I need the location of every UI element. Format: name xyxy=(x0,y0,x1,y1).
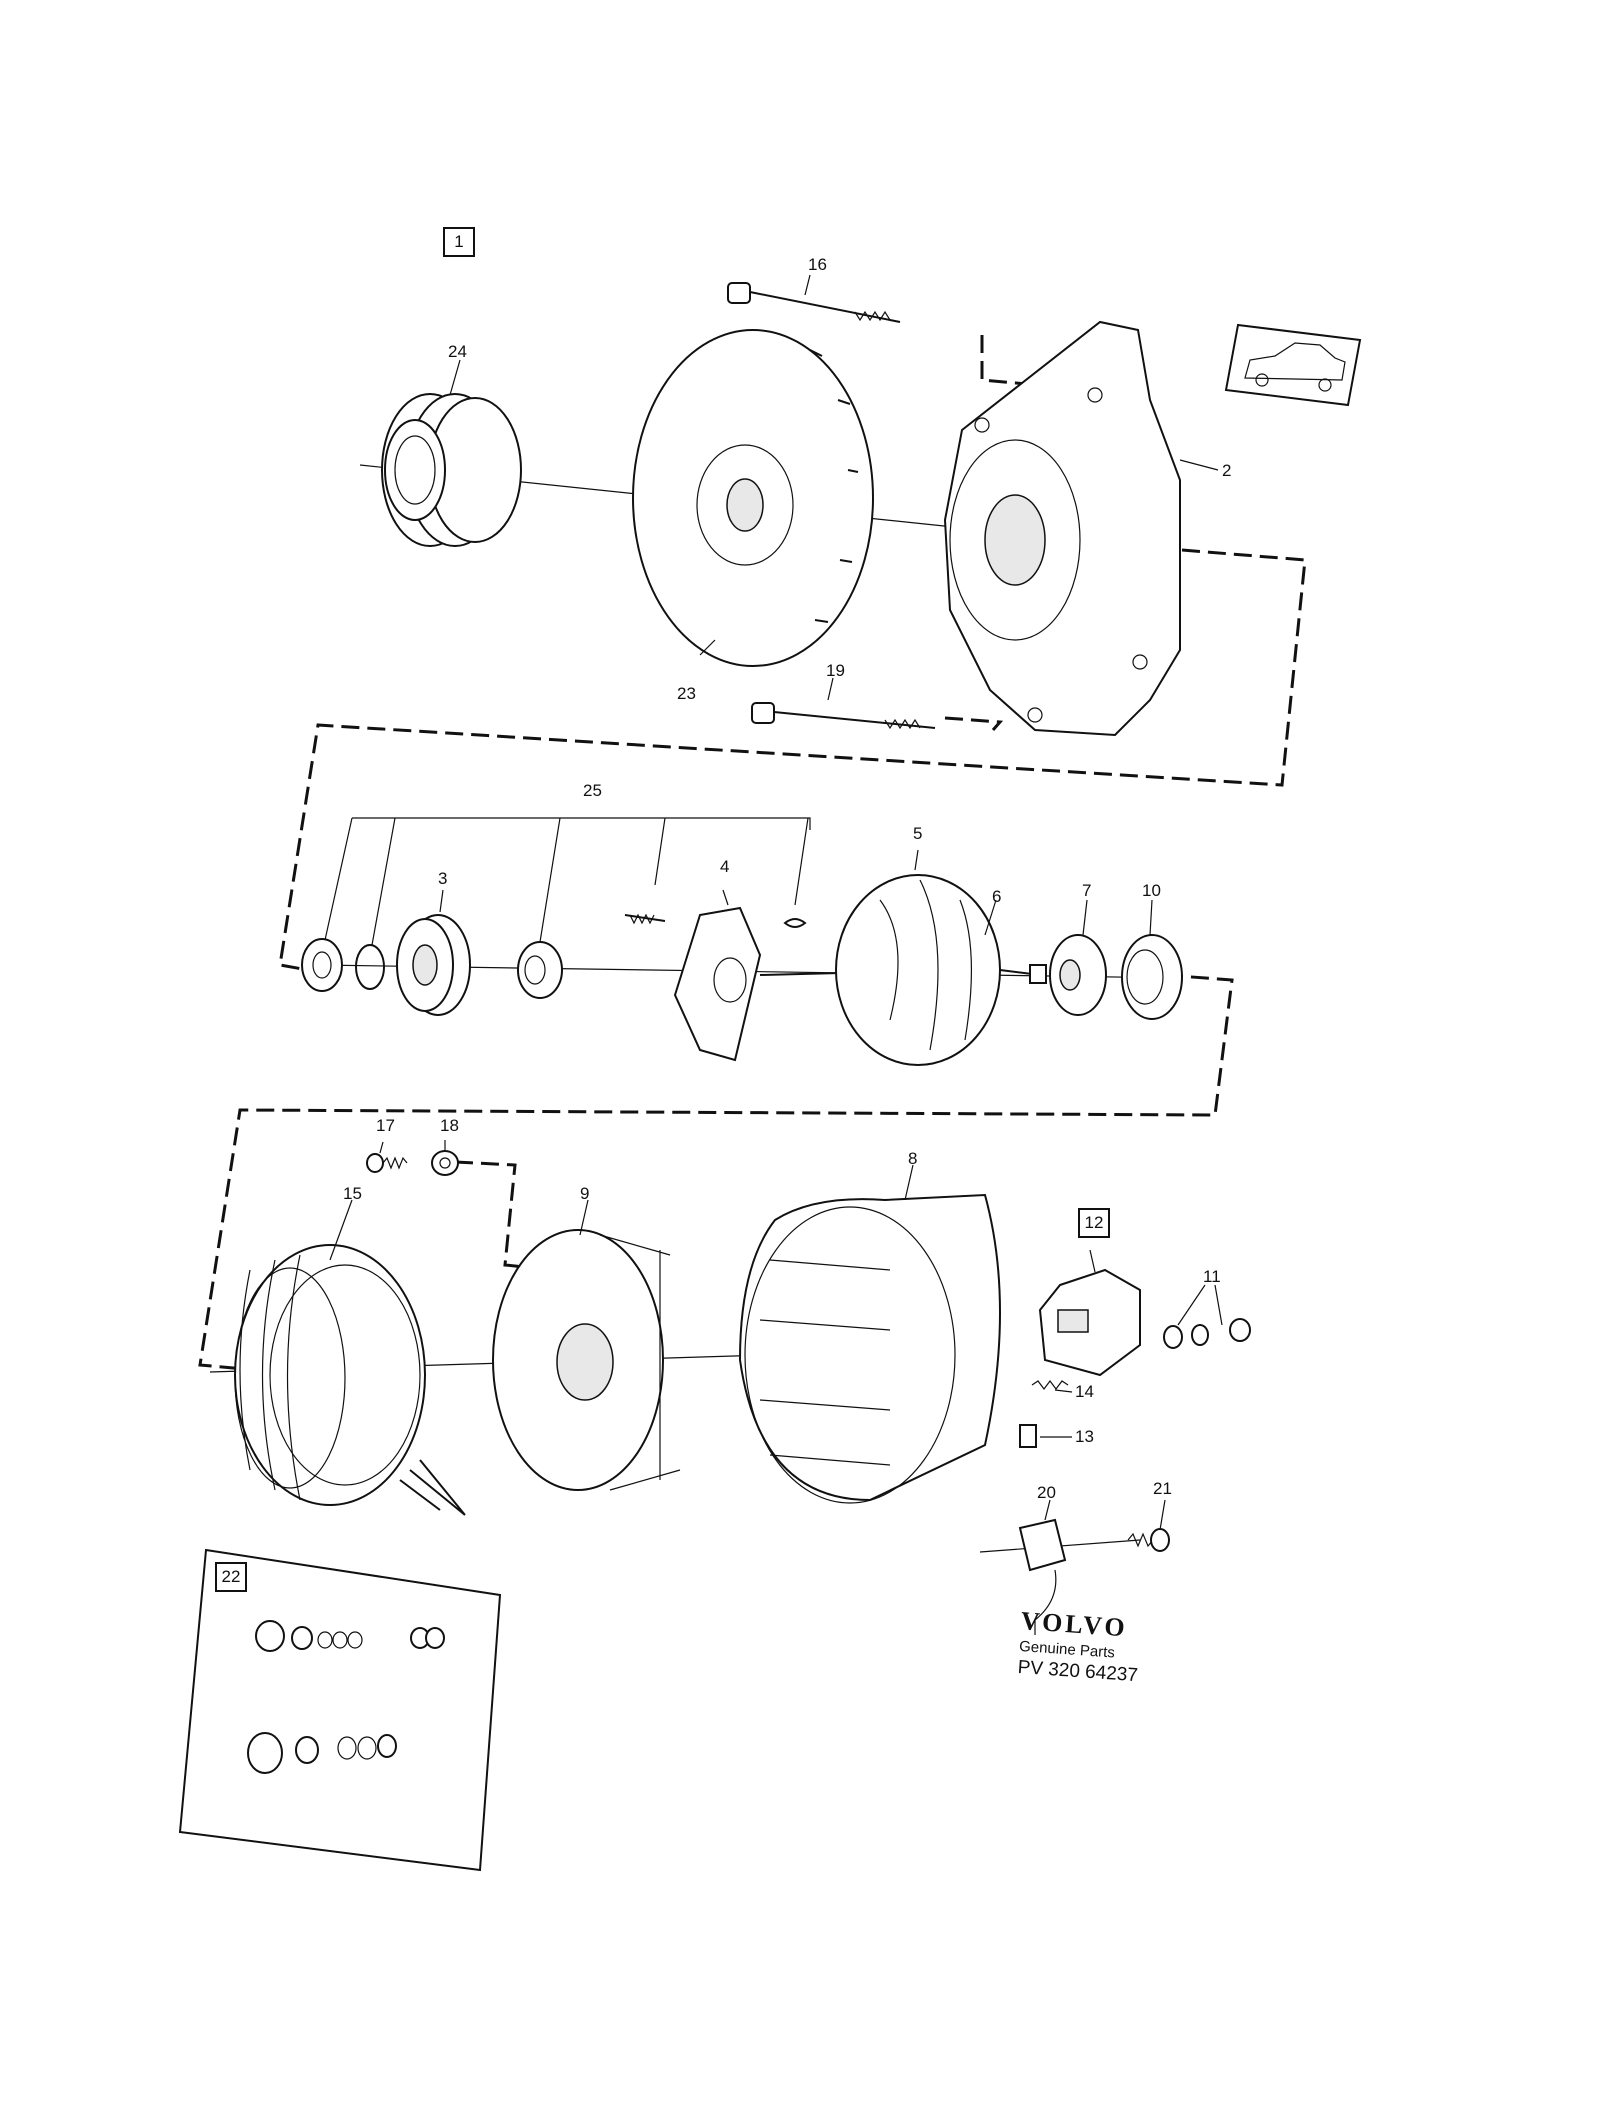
callout-2: 2 xyxy=(1222,461,1232,480)
rectifier xyxy=(492,1229,681,1491)
woodruff-key xyxy=(783,918,807,928)
screw-washer-set xyxy=(1163,1318,1251,1349)
brush-holder xyxy=(1038,1268,1141,1377)
car-thumbnail-icon xyxy=(1224,323,1362,407)
callout-19: 19 xyxy=(826,661,845,680)
drive-end-housing xyxy=(943,320,1181,737)
callout-21: 21 xyxy=(1153,1479,1172,1498)
slip-ring-housing xyxy=(738,1193,1001,1504)
callout-13: 13 xyxy=(1075,1427,1094,1446)
retaining-screw xyxy=(624,913,666,925)
callout-11: 11 xyxy=(1203,1267,1221,1286)
bearing-plate xyxy=(673,906,762,1062)
callout-leaders xyxy=(324,274,1223,1531)
spacer-ring xyxy=(301,938,343,992)
stator xyxy=(234,1244,466,1516)
bearing-ring xyxy=(1121,934,1183,1020)
callout-4: 4 xyxy=(720,857,730,876)
callout-23: 23 xyxy=(677,684,696,703)
screw-small xyxy=(366,1153,408,1173)
callout-15: 15 xyxy=(343,1184,362,1203)
through-bolt-upper xyxy=(727,282,901,323)
callout-14: 14 xyxy=(1075,1382,1094,1401)
callout-18: 18 xyxy=(440,1116,459,1135)
callout-17: 17 xyxy=(376,1116,395,1135)
callout-7: 7 xyxy=(1082,881,1092,900)
repair-kit-box xyxy=(178,1548,502,1872)
callout-3: 3 xyxy=(438,869,448,888)
brand-block: VOLVO Genuine Parts PV 320 64237 xyxy=(1017,1606,1142,1687)
regulator-screw xyxy=(1127,1528,1170,1552)
callout-12-box: 12 xyxy=(1078,1208,1110,1238)
callout-10: 10 xyxy=(1142,881,1161,900)
brush-spring xyxy=(1031,1380,1069,1390)
bearing-collar xyxy=(517,941,563,999)
callout-24: 24 xyxy=(448,342,467,361)
through-bolt-lower xyxy=(751,702,936,730)
carbon-brush xyxy=(1019,1424,1037,1448)
callout-8: 8 xyxy=(908,1149,918,1168)
bearing-front xyxy=(396,914,471,1016)
callout-25: 25 xyxy=(583,781,602,800)
rotor xyxy=(759,874,1047,1066)
group-number-box: 1 xyxy=(443,227,475,257)
callout-16: 16 xyxy=(808,255,827,274)
pulley xyxy=(381,393,522,547)
callout-5: 5 xyxy=(913,824,923,843)
callout-22-box: 22 xyxy=(215,1562,247,1592)
fan xyxy=(632,329,874,667)
washer-small xyxy=(431,1150,459,1176)
regulator xyxy=(1018,1518,1067,1635)
circlip xyxy=(355,944,385,990)
bearing-rear xyxy=(1049,934,1107,1016)
callout-9: 9 xyxy=(580,1184,590,1203)
callout-20: 20 xyxy=(1037,1483,1056,1502)
callout-6: 6 xyxy=(992,887,1002,906)
